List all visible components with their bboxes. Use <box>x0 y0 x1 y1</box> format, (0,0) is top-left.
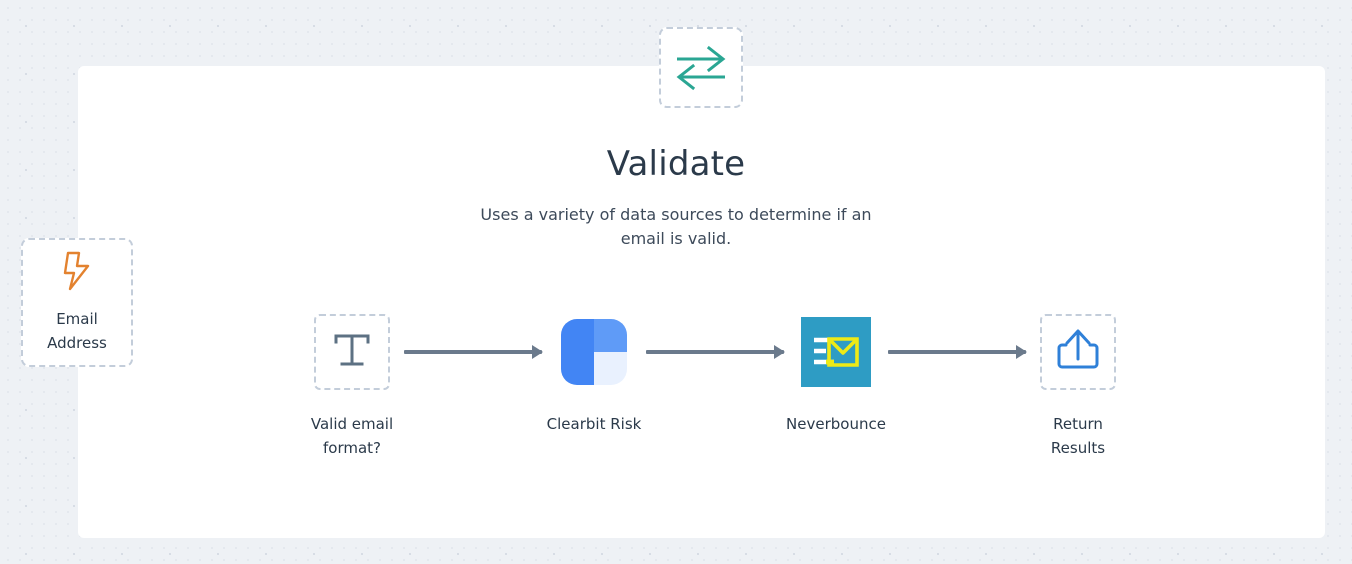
arrow-icon <box>404 350 542 354</box>
clearbit-logo-top-right-block <box>594 319 627 352</box>
flow-node-label-line2: format? <box>322 439 381 457</box>
arrow-icon <box>646 350 784 354</box>
clearbit-logo-icon <box>561 319 627 385</box>
transfer-arrows-icon <box>673 45 729 91</box>
upload-share-icon <box>1056 327 1100 377</box>
transfer-arrows-icon-box <box>659 27 743 108</box>
flow-node-label-line2: Results <box>1050 439 1106 457</box>
text-format-icon-box <box>314 314 390 390</box>
flow-node-label-line1: Valid email <box>310 415 394 433</box>
flow-node-valid-email-format[interactable]: Valid email format? <box>300 300 404 460</box>
flow-node-clearbit-risk[interactable]: Clearbit Risk <box>542 300 646 436</box>
input-card-label-line2: Address <box>47 333 107 352</box>
flow-node-return-results[interactable]: Return Results <box>1026 300 1130 460</box>
flow-node-label-line1: Return <box>1053 415 1103 433</box>
flow-node-neverbounce[interactable]: Neverbounce <box>784 300 888 436</box>
flow-node-label-line1: Clearbit Risk <box>546 415 642 433</box>
clearbit-logo-box <box>550 308 638 396</box>
input-card-email-address[interactable]: Email Address <box>21 238 133 367</box>
page-title: Validate <box>606 144 746 184</box>
flow-connector-1 <box>404 314 542 390</box>
upload-share-icon-box <box>1040 314 1116 390</box>
validation-flow-diagram: Valid email format? Clearbit Risk <box>300 300 1130 480</box>
flow-node-label-line1: Neverbounce <box>786 415 886 433</box>
page-subtitle: Uses a variety of data sources to determ… <box>480 205 872 248</box>
neverbounce-logo-icon <box>801 317 871 387</box>
arrow-icon <box>888 350 1026 354</box>
flow-connector-3 <box>888 314 1026 390</box>
flow-connector-2 <box>646 314 784 390</box>
lightning-bolt-icon <box>62 251 92 295</box>
input-card-label-line1: Email <box>56 309 98 328</box>
main-content-card <box>78 66 1325 538</box>
clearbit-logo-bottom-right-block <box>594 352 627 385</box>
text-format-icon <box>328 326 376 378</box>
neverbounce-logo-box <box>792 308 880 396</box>
clearbit-logo-left-block <box>561 319 594 385</box>
